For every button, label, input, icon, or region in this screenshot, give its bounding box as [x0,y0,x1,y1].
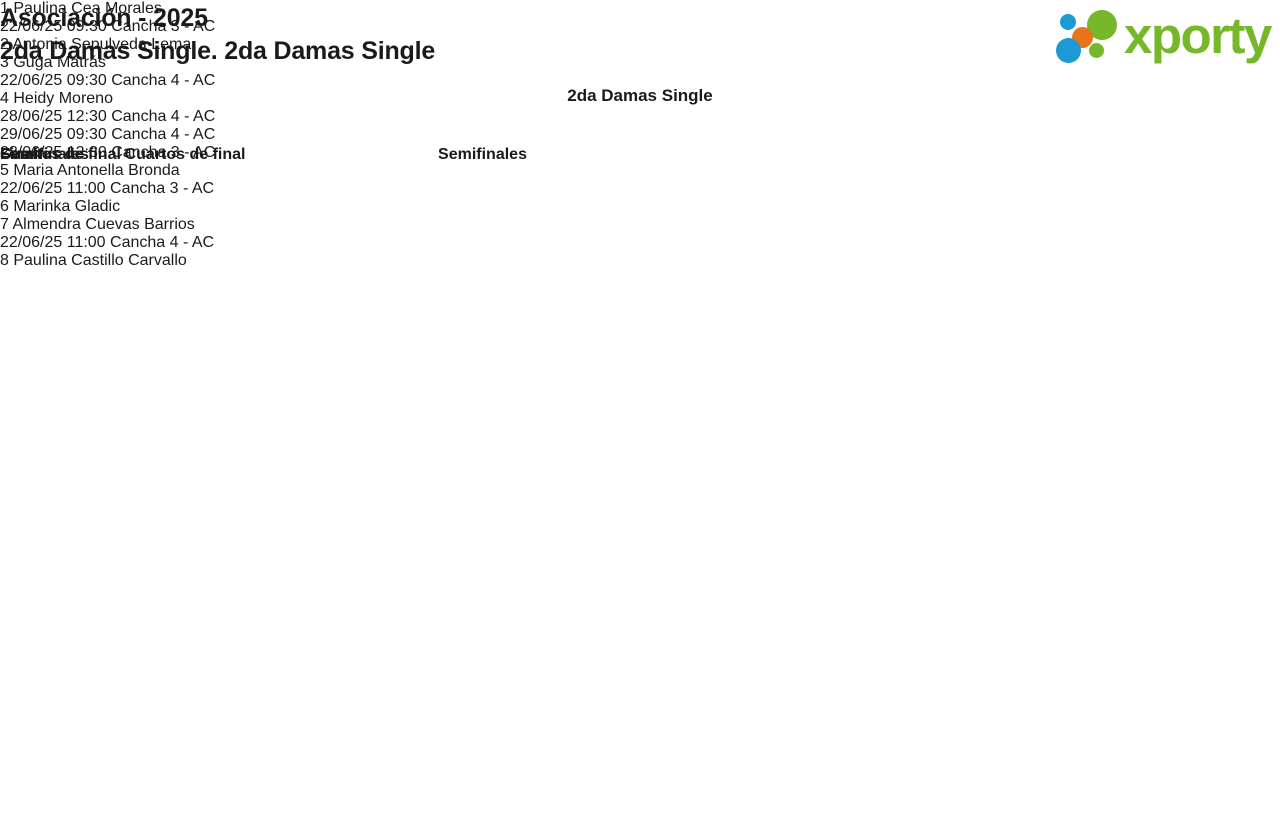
seed-number: 4 [0,90,9,107]
logo-dot-blue-large [1056,38,1081,63]
round-headers-row: Cuartos de final Semifinales Final Semif… [0,144,1280,168]
player-name: Guga Matrás [13,54,106,71]
player-row-seed-5[interactable]: 5 Maria Antonella Bronda [0,162,1280,180]
player-row-seed-1[interactable]: 1 Paulina Cea Morales [0,0,1280,18]
tournament-category-line: 2da Damas Single. 2da Damas Single [0,37,436,65]
match-schedule-info: 28/06/25 12:30 Cancha 3 - AC [0,144,216,161]
player-name: Almendra Cuevas Barrios [12,216,195,233]
player-row-seed-6[interactable]: 6 Marinka Gladic [0,198,1280,216]
player-name: Paulina Cea Morales [13,0,162,17]
match-box-quarterfinal-2[interactable]: 3 Guga Matrás 22/06/25 09:30 Cancha 4 - … [0,54,1280,108]
match-box-quarterfinal-4[interactable]: 7 Almendra Cuevas Barrios 22/06/25 11:00… [0,216,1280,270]
round-header-semifinals-left: Semifinales [438,146,527,163]
player-row-seed-7[interactable]: 7 Almendra Cuevas Barrios [0,216,1280,234]
seed-number: 8 [0,252,9,269]
player-name: Heidy Moreno [13,90,113,107]
logo-dot-blue-small [1060,14,1076,30]
xporty-logo[interactable]: xporty [1048,4,1280,68]
player-row-seed-2[interactable]: 2 Antonia Sepulveda Lema [0,36,1280,54]
seed-number: 7 [0,216,9,233]
seed-number: 5 [0,162,9,179]
player-name: Marinka Gladic [13,198,121,215]
seed-number: 6 [0,198,9,215]
round-header-quarterfinals-left: Cuartos de final [124,146,246,163]
player-name: Maria Antonella Bronda [13,162,180,179]
match-schedule-info: 28/06/25 12:30 Cancha 4 - AC [0,108,216,125]
logo-wordmark: xporty [1124,7,1272,64]
tournament-title: Asociación - 2025 2da Damas Single. 2da … [0,2,435,68]
round-header-quarterfinals-right: Cuartos de final [0,146,121,163]
seed-number: 2 [0,36,9,53]
page-header: Asociación - 2025 2da Damas Single. 2da … [0,0,1280,72]
match-box-quarterfinal-1[interactable]: 1 Paulina Cea Morales 22/06/25 09:30 Can… [0,0,1280,54]
bracket-tree: 1 Paulina Cea Morales 22/06/25 09:30 Can… [0,0,1280,270]
logo-dot-green-small [1089,43,1104,58]
match-box-semifinal-left[interactable]: 28/06/25 12:30 Cancha 4 - AC [0,108,1280,126]
player-row-seed-4[interactable]: 4 Heidy Moreno [0,90,1280,108]
match-schedule-info: 22/06/25 11:00 Cancha 4 - AC [0,234,215,251]
match-box-quarterfinal-3[interactable]: 5 Maria Antonella Bronda 22/06/25 11:00 … [0,162,1280,216]
round-header-semifinals-right: Semifinales [0,146,89,163]
seed-number: 1 [0,0,9,17]
logo-dots-icon [1056,10,1128,64]
match-box-semifinal-right[interactable]: 28/06/25 12:30 Cancha 3 - AC [0,144,1280,162]
tournament-org-line: Asociación - 2025 [0,4,208,32]
match-schedule-info: 22/06/25 09:30 Cancha 4 - AC [0,72,216,89]
player-row-seed-8[interactable]: 8 Paulina Castillo Carvallo [0,252,1280,270]
match-schedule-info: 22/06/25 09:30 Cancha 3 - AC [0,18,216,35]
round-header-final: Final [0,146,38,163]
bracket-title: 2da Damas Single [567,86,713,105]
match-final-info[interactable]: 29/06/25 09:30 Cancha 4 - AC [0,126,216,143]
match-schedule-info: 22/06/25 11:00 Cancha 3 - AC [0,180,215,197]
player-row-seed-3[interactable]: 3 Guga Matrás [0,54,1280,72]
player-name: Antonia Sepulveda Lema [12,36,192,53]
player-name: Paulina Castillo Carvallo [13,252,187,269]
seed-number: 3 [0,54,9,71]
